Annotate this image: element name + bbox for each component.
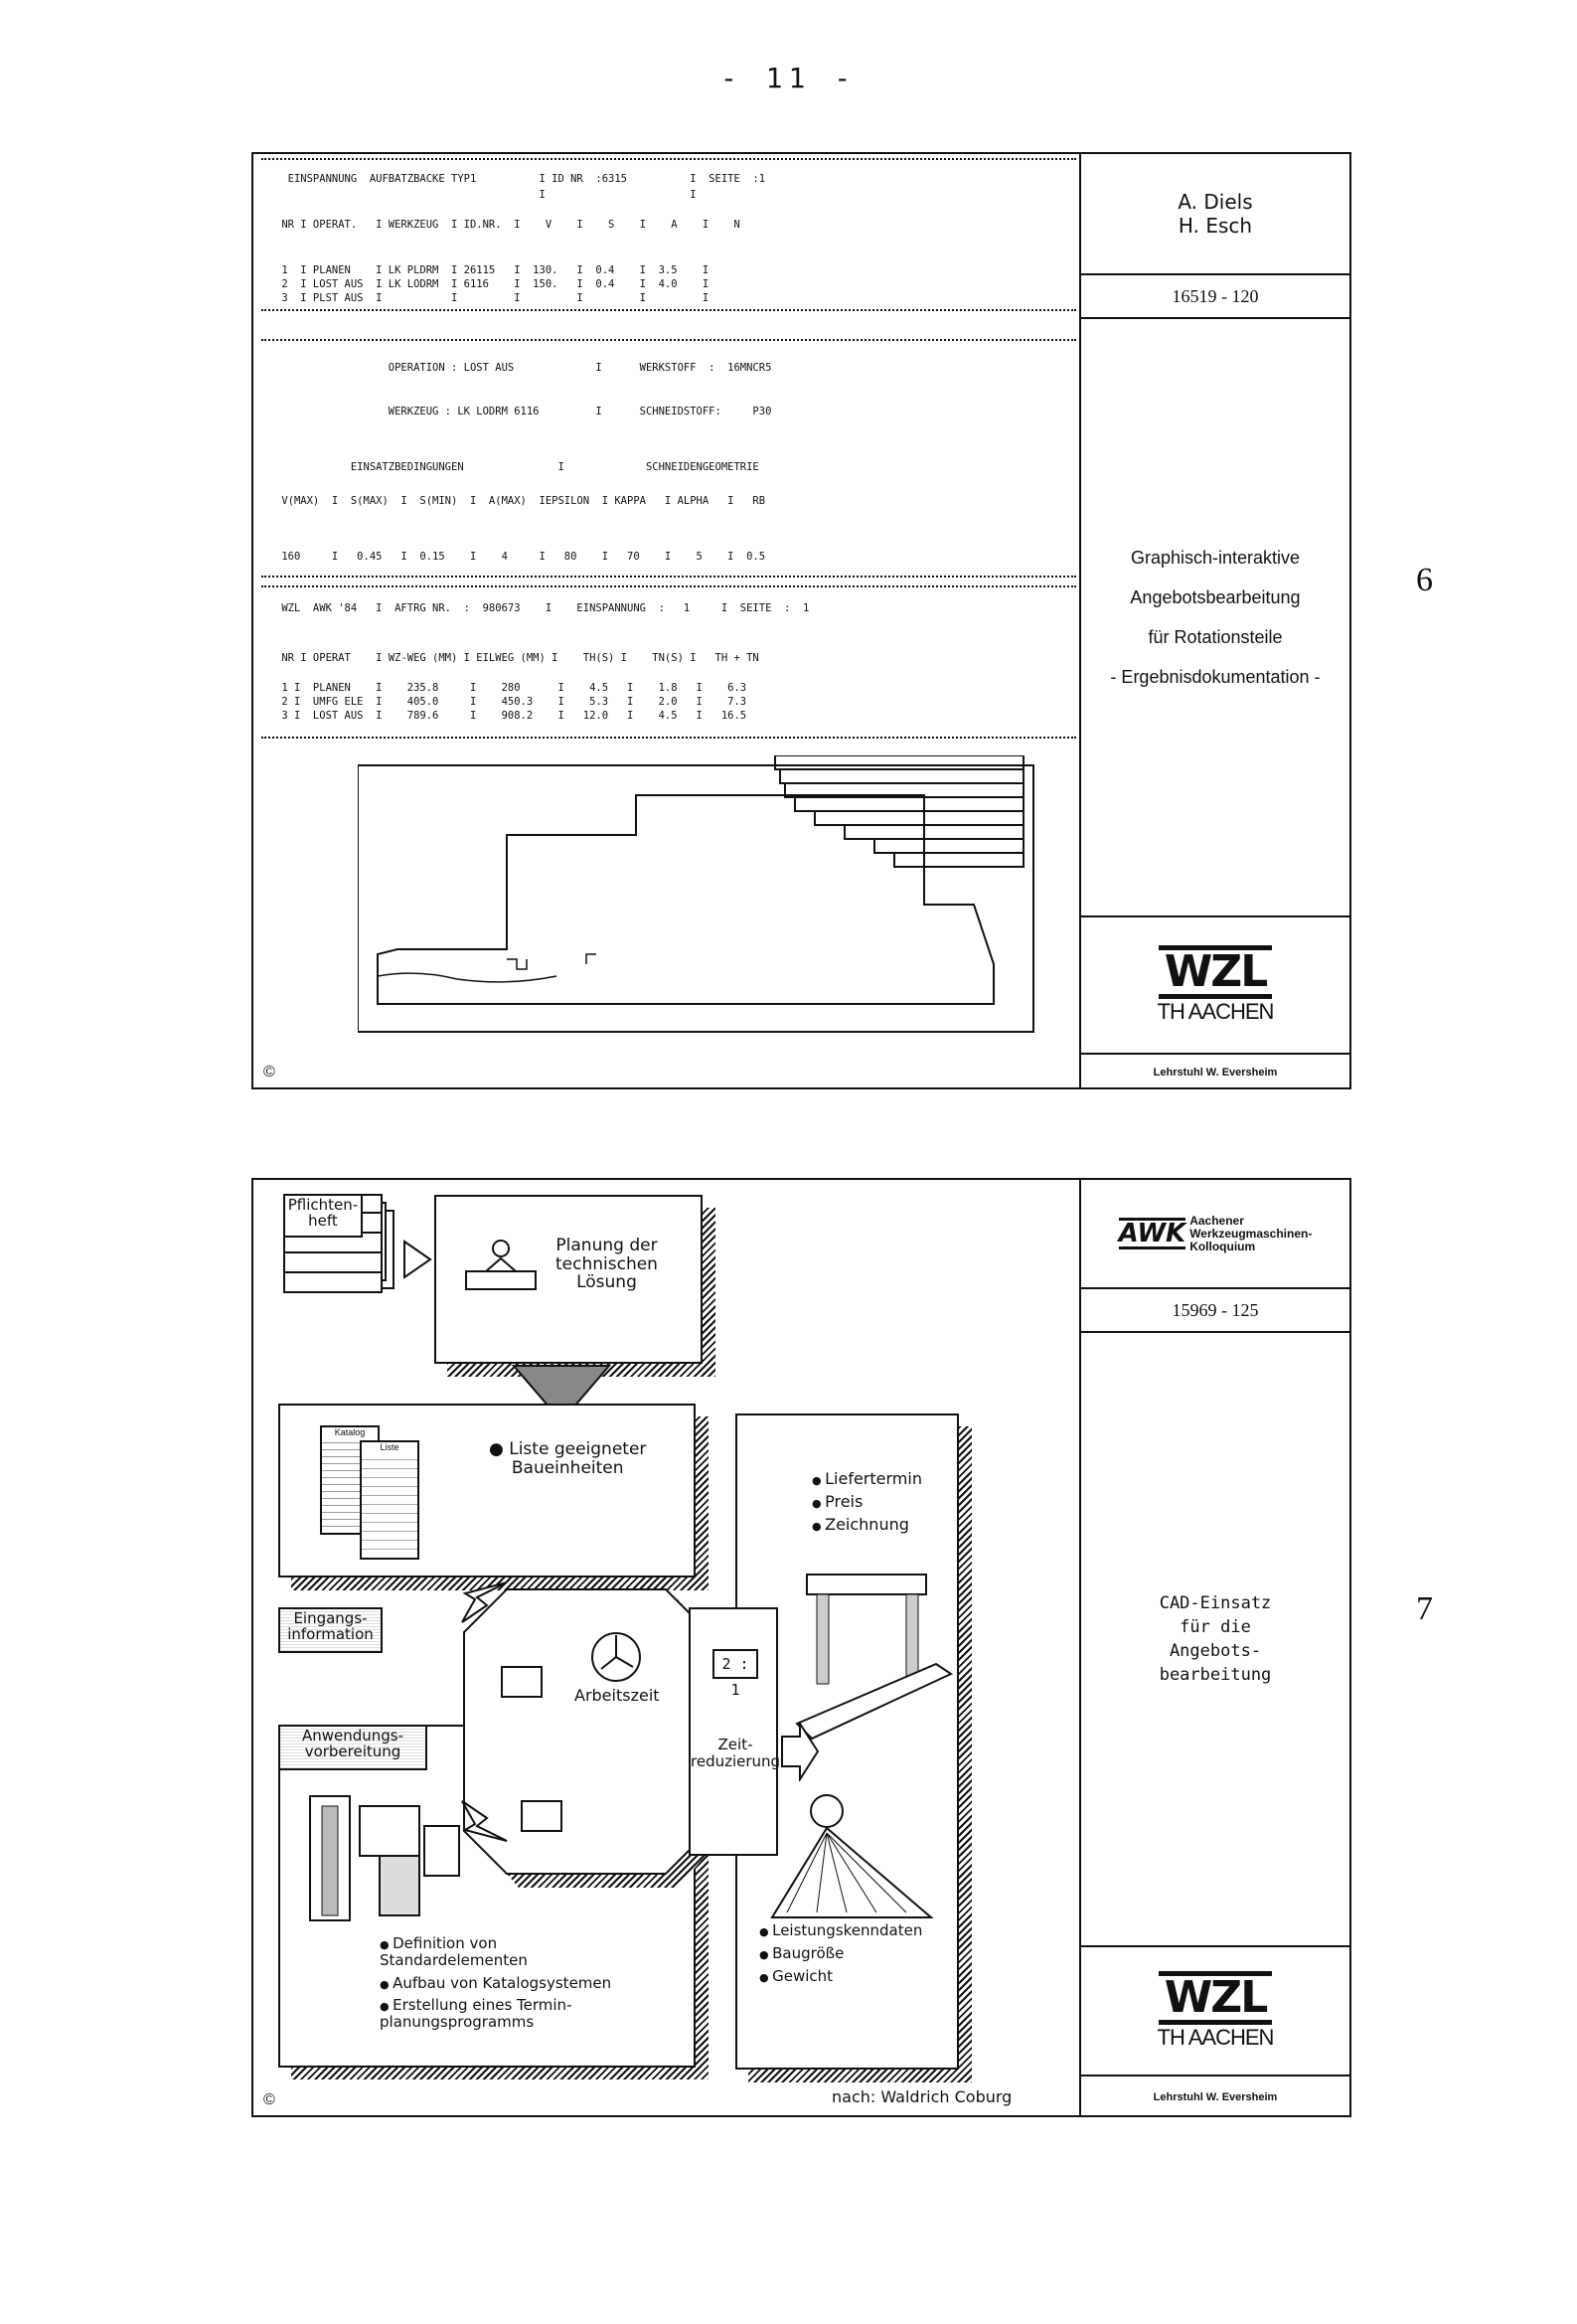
spec-item: ● Leistungskenndaten: [759, 1921, 923, 1939]
slide-title-line: Angebots-: [1169, 1641, 1262, 1661]
definition-item: ● Definition von Standardelementen: [380, 1934, 528, 1969]
output-item: ● Zeichnung: [812, 1515, 909, 1534]
eingang-label: Eingangs- information: [278, 1607, 383, 1653]
chair-cell: Lehrstuhl W. Eversheim: [1081, 2076, 1349, 2117]
slide-title-line: CAD-Einsatz: [1159, 1593, 1272, 1613]
engineer-desk-icon: [465, 1240, 537, 1290]
print-line: 160 I 0.45 I 0.15 I 4 I 80 I 70 I 5 I 0.…: [275, 551, 766, 563]
chair-cell: Lehrstuhl W. Eversheim: [1081, 1055, 1349, 1089]
print-line: EINSATZBEDINGUNGEN I SCHNEIDENGEOMETRIE: [275, 461, 759, 473]
wzl-logo: WZL: [1158, 1971, 1273, 2025]
print-line: 1 I PLANEN I LK PLDRM I 26115 I 130. I 0…: [275, 264, 710, 276]
liste-doc: Liste: [360, 1440, 419, 1560]
anwendung-label: Anwendungs- vorbereitung: [278, 1725, 427, 1770]
output-item: ● Liefertermin: [812, 1469, 922, 1488]
print-line: 2 I LOST AUS I LK LODRM I 6116 I 150. I …: [275, 278, 710, 290]
wzl-logo: WZL: [1158, 945, 1273, 999]
copyright-mark: ©: [263, 1064, 275, 1080]
liste-label: ● Liste geeigneter Baueinheiten: [489, 1439, 647, 1478]
arbeitszeit-label: Arbeitszeit: [574, 1686, 660, 1705]
liste-doc-label: Liste: [362, 1442, 417, 1452]
print-line: NR I OPERAT I WZ-WEG (MM) I EILWEG (MM) …: [275, 652, 759, 664]
figure-6-slide: EINSPANNUNG AUFBATZBACKE TYP1 I ID NR :6…: [251, 152, 1351, 1089]
awk-line: Aachener: [1189, 1213, 1244, 1228]
spec-item: ● Baugröße: [759, 1944, 845, 1962]
part-contour-drawing: [358, 755, 1034, 1033]
slide-code: 16519 - 120: [1172, 285, 1259, 306]
print-line: 3 I LOST AUS I 789.6 I 908.2 I 12.0 I 4.…: [275, 710, 747, 722]
figure-number: 6: [1416, 562, 1433, 598]
print-line: 2 I UMFG ELE I 405.0 I 450.3 I 5.3 I 2.0…: [275, 696, 747, 708]
title-cell: CAD-Einsatz für die Angebots- bearbeitun…: [1081, 1333, 1349, 1947]
arrow-icon: [461, 1800, 508, 1842]
machine-column-icon: [309, 1795, 460, 1921]
code-cell: 16519 - 120: [1081, 275, 1349, 319]
logo-subtitle: TH AACHEN: [1157, 999, 1275, 1024]
print-line: WZL AWK '84 I AFTRG NR. : 980673 I EINSP…: [275, 602, 810, 614]
print-line: NR I OPERAT. I WERKZEUG I ID.NR. I V I S…: [275, 219, 740, 231]
output-item: ● Preis: [812, 1492, 864, 1511]
awk-line: Kolloquium: [1189, 1239, 1256, 1253]
authors-cell: A. Diels H. Esch: [1081, 154, 1349, 275]
figure-7-slide: Pflichten- heft Planung der technischen …: [251, 1178, 1351, 2117]
print-line: WERKZEUG : LK LODRM 6116 I SCHNEIDSTOFF:…: [275, 406, 772, 417]
slide-title-line: Angebotsbearbeitung: [1130, 587, 1301, 607]
awk-logo: AWK: [1118, 1218, 1186, 1249]
figure-number: 7: [1416, 1590, 1433, 1627]
ratio-box: 2 : 1: [712, 1649, 758, 1699]
print-line: EINSPANNUNG AUFBATZBACKE TYP1 I ID NR :6…: [275, 173, 766, 185]
right-arrow-icon: [781, 1722, 820, 1781]
logo-subtitle: TH AACHEN: [1157, 2025, 1275, 2050]
chair-name: Lehrstuhl W. Eversheim: [1153, 1066, 1278, 1079]
slide-code: 15969 - 125: [1172, 1299, 1259, 1320]
author-name: H. Esch: [1178, 214, 1253, 238]
anwendung-block: Anwendungs- vorbereitung ● Definition vo…: [278, 1725, 696, 2068]
result-printout: EINSPANNUNG AUFBATZBACKE TYP1 I ID NR :6…: [261, 158, 1076, 739]
zeit-label: Zeit- reduzierung: [691, 1736, 781, 1770]
print-line: 1 I PLANEN I 235.8 I 280 I 4.5 I 1.8 I 6…: [275, 682, 747, 694]
planung-label: Planung der technischen Lösung: [555, 1236, 658, 1293]
code-cell: 15969 - 125: [1081, 1289, 1349, 1333]
print-line: 3 I PLST AUS I I I I I I: [275, 292, 710, 304]
pflichtenheft-label: Pflichten- heft: [283, 1194, 363, 1238]
planung-block: Planung der technischen Lösung: [434, 1195, 703, 1364]
logo-cell: WZL TH AACHEN: [1081, 1947, 1349, 2076]
slide-title-line: bearbeitung: [1159, 1665, 1272, 1685]
print-line: OPERATION : LOST AUS I WERKSTOFF : 16MNC…: [275, 362, 772, 374]
slide-title-line: für die: [1180, 1617, 1251, 1637]
slide-title-line: für Rotationsteile: [1148, 627, 1283, 647]
katalog-label: Katalog: [322, 1427, 378, 1437]
page-number: - 11 -: [719, 62, 858, 94]
awk-logo-cell: AWK Aachener Werkzeugmaschinen- Kolloqui…: [1081, 1180, 1349, 1289]
slide-title-line: Graphisch-interaktive: [1130, 548, 1301, 568]
slide7-sidebar: AWK Aachener Werkzeugmaschinen- Kolloqui…: [1079, 1180, 1349, 2115]
down-arrow-icon: [512, 1365, 611, 1423]
arbeitszeit-octagon: [463, 1588, 710, 1875]
author-name: A. Diels: [1178, 190, 1253, 214]
print-line: V(MAX) I S(MAX) I S(MIN) I A(MAX) IEPSIL…: [275, 495, 766, 507]
spec-item: ● Gewicht: [759, 1967, 834, 1985]
copyright-mark: ©: [263, 2091, 275, 2108]
slide6-sidebar: A. Diels H. Esch 16519 - 120 Graphisch-i…: [1079, 154, 1349, 1087]
pflichtenheft-doc: Pflichten- heft: [283, 1194, 383, 1293]
source-note: nach: Waldrich Coburg: [832, 2087, 1013, 2106]
liste-block: Katalog Liste ● Liste geeigneter Baueinh…: [278, 1404, 696, 1577]
slide-title-line: - Ergebnisdokumentation -: [1110, 667, 1321, 687]
print-line: I I: [275, 189, 697, 201]
logo-cell: WZL TH AACHEN: [1081, 917, 1349, 1055]
zeitreduzierung-block: 2 : 1 Zeit- reduzierung: [689, 1607, 781, 1856]
terminplanung-item: ● Erstellung eines Termin- planungsprogr…: [380, 1996, 572, 2031]
arrow-icon: [403, 1240, 432, 1279]
awk-line: Werkzeugmaschinen-: [1189, 1226, 1313, 1241]
gantry-machine-icon: [795, 1574, 954, 1741]
chair-name: Lehrstuhl W. Eversheim: [1153, 2090, 1278, 2103]
arrow-icon: [461, 1581, 508, 1623]
title-cell: Graphisch-interaktive Angebotsbearbeitun…: [1081, 319, 1349, 917]
katalogsystem-item: ● Aufbau von Katalogsystemen: [380, 1974, 612, 1992]
spec-triangle-icon: [770, 1794, 934, 1918]
